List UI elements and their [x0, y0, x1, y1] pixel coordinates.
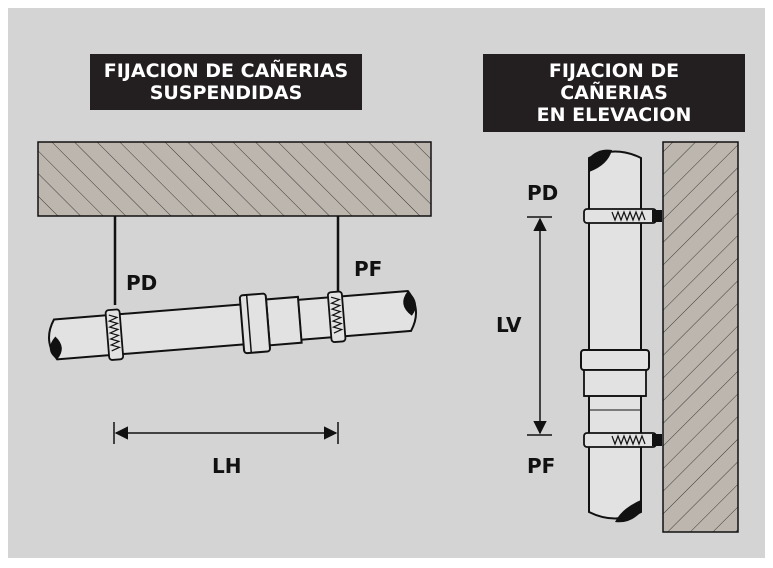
right-label-lv: LV [496, 313, 522, 337]
horizontal-pipe [48, 289, 417, 361]
right-title-line2: EN ELEVACION [536, 104, 692, 126]
left-title-box: FIJACION DE CAÑERIAS SUSPENDIDAS [90, 54, 362, 110]
wall [662, 141, 739, 533]
left-label-pd: PD [126, 271, 157, 295]
left-title-line1: FIJACION DE CAÑERIAS [103, 60, 349, 82]
left-label-lh: LH [212, 454, 241, 478]
ceiling-slab [37, 141, 432, 217]
vertical-pipe [580, 149, 662, 523]
clamp-pd-vertical [583, 208, 662, 224]
right-title-box: FIJACION DE CAÑERIAS EN ELEVACION [483, 54, 745, 132]
lh-dimension [113, 422, 339, 444]
right-label-pd: PD [527, 181, 558, 205]
hanger-rods [113, 216, 340, 305]
right-label-pf: PF [527, 454, 555, 478]
left-label-pf: PF [354, 257, 382, 281]
right-title-line1: FIJACION DE CAÑERIAS [548, 60, 680, 104]
clamp-pd [104, 308, 125, 361]
lv-dimension [527, 216, 552, 436]
left-title-line2: SUSPENDIDAS [149, 82, 303, 104]
clamp-pf-vertical [583, 432, 662, 448]
clamp-pf [327, 290, 347, 343]
